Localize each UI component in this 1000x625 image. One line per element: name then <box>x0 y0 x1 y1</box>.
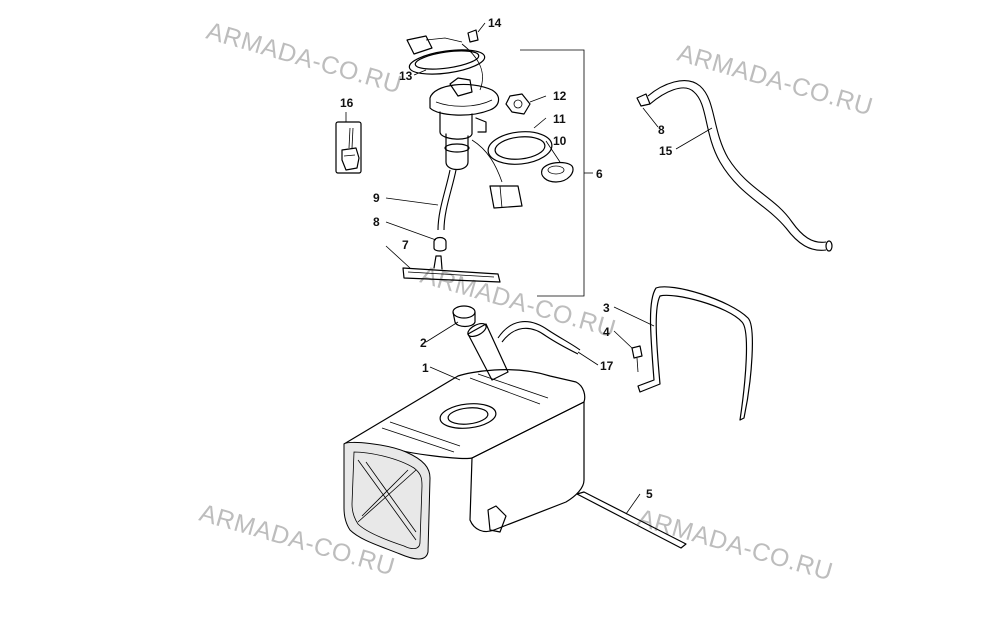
callout-1: 1 <box>422 361 429 375</box>
fuel-pump-assembly <box>402 29 574 283</box>
watermark-2: ARMADA-CO.RU <box>674 39 876 122</box>
watermark-3: ARMADA-CO.RU <box>417 261 619 344</box>
callout-7: 7 <box>402 238 409 252</box>
callout-17: 17 <box>600 359 614 373</box>
callouts: 14 13 16 12 11 10 6 9 8 7 8 15 3 4 2 17 … <box>340 16 673 501</box>
callout-11: 11 <box>553 112 566 126</box>
watermark-5: ARMADA-CO.RU <box>634 504 836 587</box>
part-2-cap <box>452 305 476 328</box>
part-4-bolt <box>631 345 643 373</box>
part-3-strap <box>637 286 753 421</box>
callout-10: 10 <box>553 134 567 148</box>
callout-8-pump: 8 <box>373 215 380 229</box>
watermarks: ARMADA-CO.RU ARMADA-CO.RU ARMADA-CO.RU A… <box>196 17 876 587</box>
callout-4: 4 <box>603 325 610 339</box>
callout-16: 16 <box>340 96 354 110</box>
part-5-strap <box>576 491 687 549</box>
callout-3: 3 <box>603 301 610 315</box>
callout-9: 9 <box>373 191 380 205</box>
callout-12: 12 <box>553 89 567 103</box>
watermark-1: ARMADA-CO.RU <box>203 17 405 100</box>
callout-13: 13 <box>399 69 413 83</box>
callout-8-hose: 8 <box>658 123 665 137</box>
callout-6: 6 <box>596 167 603 181</box>
callout-15: 15 <box>659 144 673 158</box>
leader-lines <box>345 22 713 515</box>
callout-5: 5 <box>646 487 653 501</box>
callout-14: 14 <box>488 16 502 30</box>
part-17-vent-hose <box>497 321 581 355</box>
part-1-fuel-tank <box>343 322 586 560</box>
callout-2: 2 <box>420 336 427 350</box>
assembly-6-bracket <box>520 49 593 297</box>
part-15-hose <box>636 80 833 252</box>
part-16-valve <box>335 121 362 174</box>
